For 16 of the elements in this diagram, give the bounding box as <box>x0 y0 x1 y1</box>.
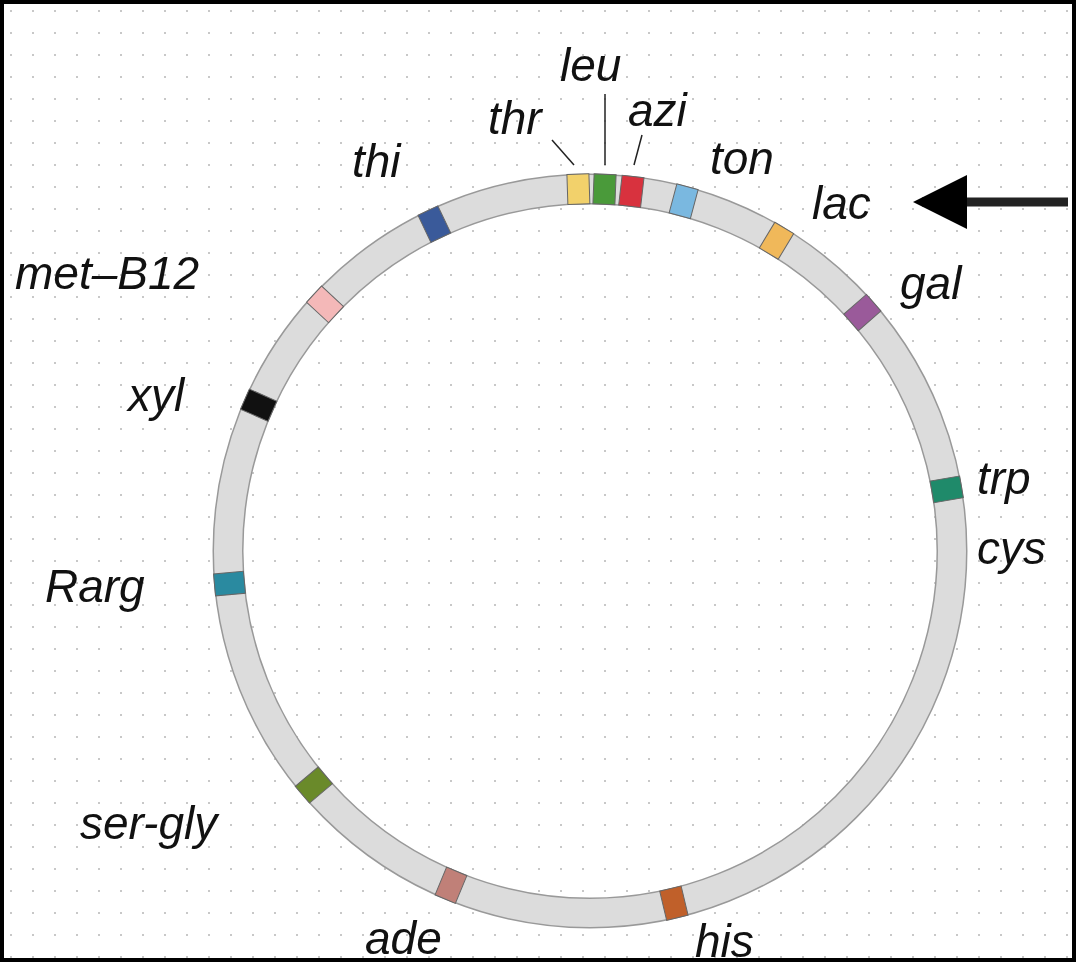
gene-label: lac <box>812 180 871 226</box>
leader-line <box>551 139 575 166</box>
gene-marker <box>618 174 645 209</box>
gene-label: thi <box>352 138 401 184</box>
leader-line <box>633 134 643 166</box>
gene-label: leu <box>560 42 622 88</box>
leader-line <box>604 93 606 166</box>
gene-label: his <box>695 918 754 962</box>
gene-marker <box>592 173 617 206</box>
gene-label: azi <box>628 87 687 133</box>
gene-label: ton <box>710 135 774 181</box>
gene-marker <box>566 173 591 206</box>
arrow <box>913 175 1068 229</box>
gene-label: met–B12 <box>15 250 200 296</box>
gene-label: ade <box>365 915 442 961</box>
gene-label: thr <box>488 95 542 141</box>
